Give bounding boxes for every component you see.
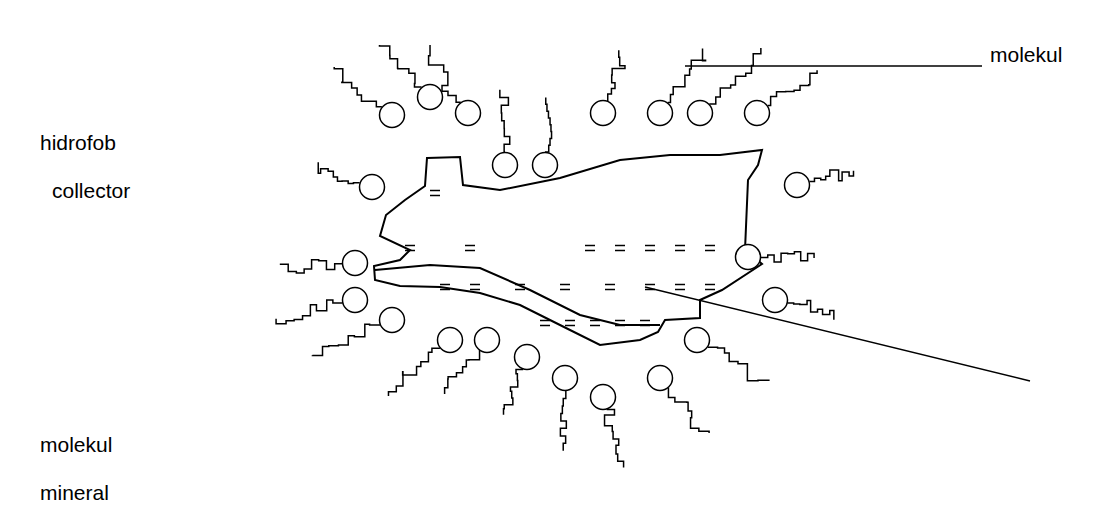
- label: molekul: [40, 432, 112, 457]
- label: collector: [52, 178, 130, 203]
- collector-molecules: [276, 45, 853, 468]
- hatching: [405, 191, 715, 326]
- label: molekul: [990, 42, 1062, 67]
- mineral-inner-line: [375, 265, 660, 325]
- label: hidrofob: [40, 130, 116, 155]
- label: mineral: [40, 480, 109, 505]
- leader-line: [645, 287, 1030, 381]
- mineral-particle: [374, 150, 762, 345]
- leader-line: [685, 65, 982, 67]
